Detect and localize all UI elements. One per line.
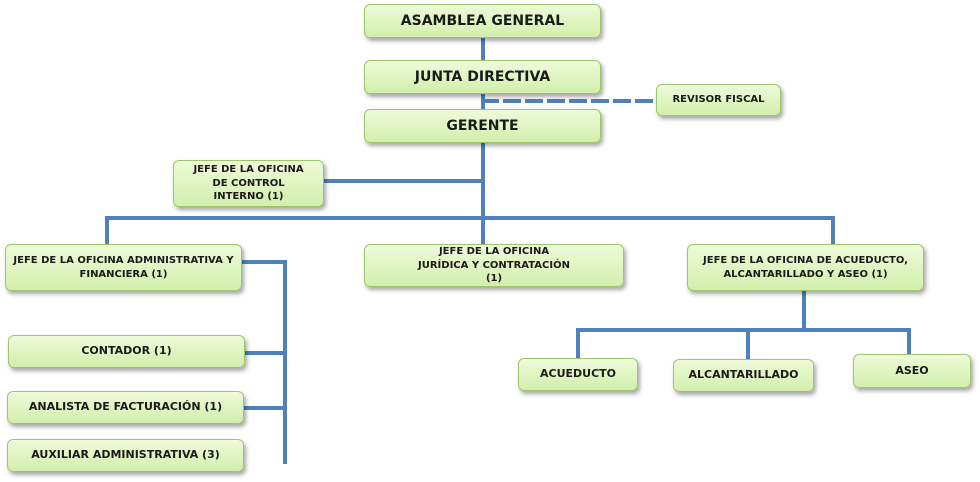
asamblea-general-label: ASAMBLEA GENERAL [400, 12, 565, 29]
contador-label: CONTADOR (1) [81, 344, 172, 358]
acueducto-box: ACUEDUCTO [518, 358, 638, 391]
alcantarillado-label: ALCANTARILLADO [688, 368, 799, 382]
acueducto-label: ACUEDUCTO [539, 367, 617, 381]
control-interno-box: JEFE DE LA OFICINA DE CONTROL INTERNO (1… [173, 160, 324, 207]
acueducto-alcantarillado-aseo-box: JEFE DE LA OFICINA DE ACUEDUCTO, ALCANTA… [687, 244, 924, 291]
alcantarillado-box: ALCANTARILLADO [673, 359, 814, 392]
asamblea-general-box: ASAMBLEA GENERAL [364, 4, 601, 38]
aseo-box: ASEO [853, 354, 971, 388]
gerente-box: GERENTE [364, 109, 601, 143]
auxiliar-administrativa-box: AUXILIAR ADMINISTRATIVA (3) [7, 439, 244, 472]
revisor-fiscal-box: REVISOR FISCAL [656, 84, 781, 116]
analista-facturacion-label: ANALISTA DE FACTURACIÓN (1) [28, 400, 223, 414]
junta-directiva-box: JUNTA DIRECTIVA [364, 60, 601, 94]
administrativa-financiera-box: JEFE DE LA OFICINA ADMINISTRATIVA Y FINA… [5, 244, 242, 291]
juridica-contratacion-label: JEFE DE LA OFICINA JURÍDICA Y CONTRATACI… [418, 246, 570, 285]
aseo-label: ASEO [895, 363, 929, 377]
juridica-contratacion-box: JEFE DE LA OFICINA JURÍDICA Y CONTRATACI… [364, 244, 624, 287]
control-interno-label: JEFE DE LA OFICINA DE CONTROL INTERNO (1… [193, 164, 304, 203]
junta-directiva-label: JUNTA DIRECTIVA [414, 68, 551, 85]
acueducto-alcantarillado-aseo-label: JEFE DE LA OFICINA DE ACUEDUCTO, ALCANTA… [703, 255, 908, 280]
gerente-label: GERENTE [446, 117, 519, 134]
administrativa-financiera-label: JEFE DE LA OFICINA ADMINISTRATIVA Y FINA… [13, 255, 234, 280]
revisor-fiscal-label: REVISOR FISCAL [672, 94, 765, 106]
contador-box: CONTADOR (1) [8, 335, 245, 368]
auxiliar-administrativa-label: AUXILIAR ADMINISTRATIVA (3) [31, 448, 220, 462]
analista-facturacion-box: ANALISTA DE FACTURACIÓN (1) [7, 391, 244, 424]
